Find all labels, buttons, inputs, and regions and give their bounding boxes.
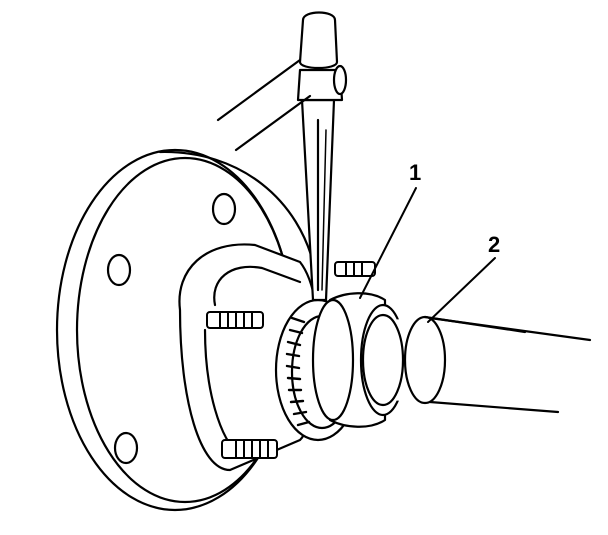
leader-1 (359, 187, 417, 299)
axle-shaft (361, 313, 592, 414)
hammer-handle (216, 58, 312, 152)
drift-punch-tool (296, 11, 348, 302)
wheel-stud (334, 261, 376, 277)
bolt-hole (211, 192, 237, 226)
bolt-hole (106, 253, 132, 287)
wheel-stud (221, 439, 278, 459)
callout-leaders (359, 187, 496, 323)
callout-label-2: 2 (488, 232, 500, 257)
wheel-stud (206, 311, 264, 329)
bolt-hole (113, 431, 139, 465)
callout-label-1: 1 (409, 160, 421, 185)
leader-2 (427, 257, 496, 323)
bolt-holes (106, 192, 237, 465)
